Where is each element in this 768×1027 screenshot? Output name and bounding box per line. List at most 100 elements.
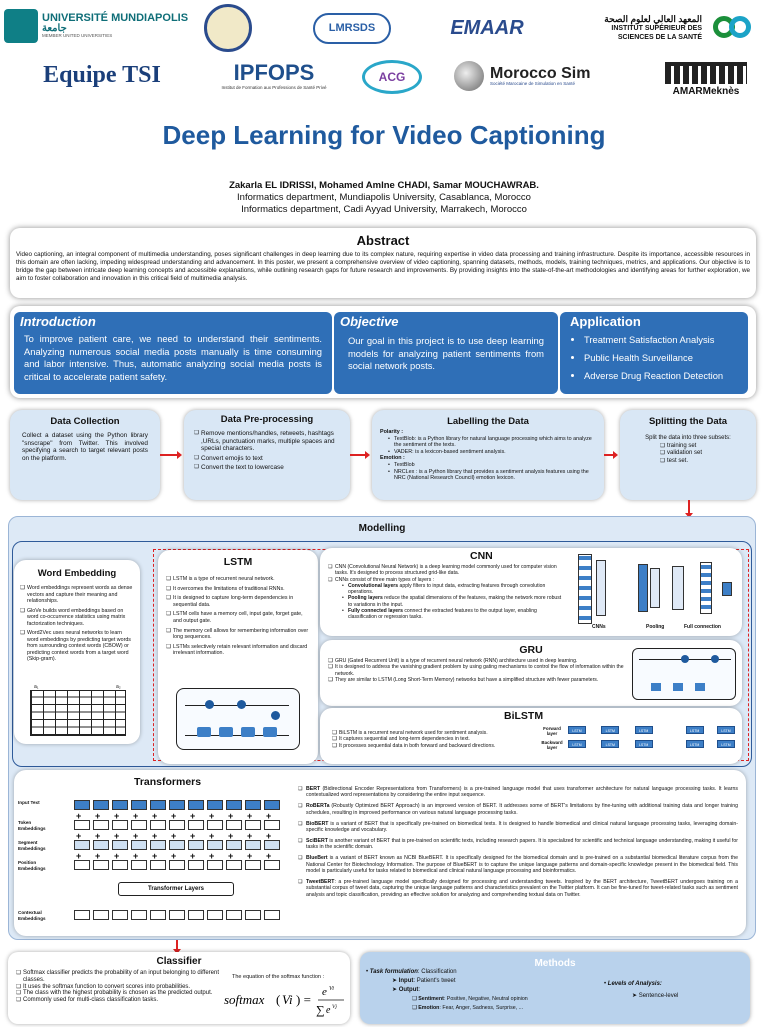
transformer-token-cell — [264, 840, 280, 850]
transformer-token-cell — [226, 840, 242, 850]
methods-levels: • Levels of Analysis: — [604, 981, 662, 987]
bilstm-cell: LSTM — [716, 740, 735, 748]
preprocessing-heading: Data Pre-processing — [220, 414, 314, 425]
amarmeknes-name: AMARMeknès — [672, 85, 740, 97]
transformer-token-cell — [93, 800, 109, 810]
transformer-token-cell — [245, 820, 261, 830]
plus-icon: + — [95, 831, 101, 841]
transformer-token-cell — [150, 910, 166, 920]
transformer-token-cell — [207, 820, 223, 830]
checkbox-bullet-icon: ❑ — [298, 855, 303, 862]
classifier-heading: Classifier — [156, 956, 202, 967]
splitting-text: Split the data into three subsets: — [645, 435, 731, 441]
transformer-model-item: ❑TweetBERT: a pre-trained language model… — [298, 878, 738, 898]
checkbox-bullet-icon: ❑ — [298, 837, 303, 844]
mundiapolis-name: UNIVERSITÉ MUNDIAPOLIS — [42, 12, 189, 25]
gru-heading: GRU — [519, 644, 543, 656]
author-names: Zakarla EL IDRISSI, Mohamed Amlne CHADI,… — [229, 180, 539, 191]
plus-icon: + — [171, 811, 177, 821]
cnn-layer-list: Convolutional layers apply filters to in… — [328, 583, 566, 621]
preprocessing-item: Remove mentions/handles, retweets, hasht… — [194, 430, 340, 453]
plus-icon: + — [152, 811, 158, 821]
softmax-equation-label: The equation of the softmax function : — [232, 974, 325, 980]
transformer-token-cell — [245, 860, 261, 870]
poster-title: Deep Learning for Video Captioning — [162, 120, 606, 150]
plus-icon: + — [76, 831, 82, 841]
transformer-model-item: ❑BlueBert is a variant of BERT known as … — [298, 855, 738, 875]
arrow-label-to-split — [604, 451, 618, 459]
transformer-token-cell — [131, 800, 147, 810]
abstract-box: Abstract Video captioning, an integral c… — [10, 228, 756, 298]
transformer-token-cell — [131, 840, 147, 850]
transformer-token-cell — [188, 840, 204, 850]
bilstm-cell: LSTM — [634, 740, 653, 748]
preprocessing-item: Convert emojis to text — [194, 455, 340, 463]
transformer-token-cell — [74, 910, 90, 920]
svg-text:Vj: Vj — [332, 1004, 337, 1010]
transformer-token-cell — [226, 820, 242, 830]
arrow-prep-to-label — [350, 451, 370, 459]
transformer-token-cell — [226, 910, 242, 920]
classifier-list: Softmax classifier predicts the probabil… — [16, 970, 220, 1004]
abstract-heading: Abstract — [356, 233, 410, 248]
axis-label-a2: a₂ — [116, 684, 121, 690]
cnn-intro: ❑CNN (Convolutional Neural Network) is a… — [328, 564, 557, 577]
transformer-token-cell — [150, 800, 166, 810]
bilstm-cell: LSTM — [634, 726, 653, 734]
methods-emotion: ❑ Emotion: Fear, Anger, Sadness, Surpris… — [412, 1005, 524, 1011]
gru-item: GRU (Gated Recurrent Unit) is a type of … — [328, 658, 628, 665]
lmrsds-name: LMRSDS — [312, 12, 392, 44]
polarity-label: Polarity : — [380, 429, 404, 435]
polarity-list: TextBlob: is a Python library for natura… — [380, 436, 596, 456]
transformer-token-cell — [112, 820, 128, 830]
introduction-text: To improve patient care, we need to unde… — [24, 333, 322, 382]
plus-icon: + — [76, 851, 82, 861]
gru-list: GRU (Gated Recurrent Unit) is a type of … — [328, 658, 628, 684]
data-collection-heading: Data Collection — [50, 416, 120, 427]
bilstm-item: BiLSTM is a recurrent neural network use… — [332, 730, 538, 737]
acg-logo: ACG — [354, 56, 430, 98]
application-list: Treatment Satisfaction AnalysisPublic He… — [566, 331, 742, 385]
transformer-token-cell — [264, 910, 280, 920]
bilstm-forward-label: Forward layer — [543, 726, 561, 736]
svg-text:(: ( — [276, 992, 280, 1007]
svg-text:e: e — [326, 1005, 331, 1016]
lstm-item: LSTM cells have a memory cell, input gat… — [166, 611, 312, 624]
cnn-label-cnns: CNNs — [592, 624, 606, 630]
plus-icon: + — [209, 851, 215, 861]
embedding-matrix — [30, 690, 126, 736]
plus-icon: + — [228, 851, 234, 861]
transformer-token-cell — [207, 860, 223, 870]
emotion-item: NRCLex : is a Python library that provid… — [388, 469, 596, 482]
objective-panel: Objective Our goal in this project is to… — [334, 312, 558, 394]
transformer-token-cell — [74, 800, 90, 810]
transformer-row-label: Segment Embeddings — [18, 840, 46, 851]
methods-box: Methods • Task formulation: Classificati… — [360, 952, 750, 1024]
seal-logo — [204, 4, 252, 52]
morocco-sim-logo: Morocco Sim Société Marocaine de Simulat… — [454, 58, 646, 94]
lstm-item: It is designed to capture long-term depe… — [166, 595, 312, 608]
plus-icon: + — [95, 811, 101, 821]
cnn-label-pooling: Pooling — [646, 624, 665, 630]
gru-item: They are similar to LSTM (Long Short-Ter… — [328, 677, 628, 684]
cnn-box: CNN ❑CNN (Convolutional Neural Network) … — [320, 548, 742, 636]
bilstm-cell: LSTM — [716, 726, 735, 734]
modelling-outline — [12, 541, 752, 767]
svg-text:∑: ∑ — [316, 1003, 325, 1017]
polarity-item: TextBlob: is a Python library for natura… — [388, 436, 596, 449]
splitting-list: training setvalidation settest set. — [620, 443, 756, 466]
bilstm-cell: LSTM — [601, 740, 620, 748]
gru-box: GRU GRU (Gated Recurrent Unit) is a type… — [320, 640, 742, 706]
plus-icon: + — [152, 851, 158, 861]
lstm-list: LSTM is a type of recurrent neural netwo… — [158, 568, 318, 657]
bilstm-backward-label: Backward layer — [541, 740, 563, 750]
affiliation-1: Informatics department, Mundiapolis Univ… — [237, 192, 531, 203]
application-panel: Application Treatment Satisfaction Analy… — [560, 312, 748, 394]
data-collection-text: Collect a dataset using the Python libra… — [22, 432, 148, 462]
plus-icon: + — [76, 811, 82, 821]
transformer-row-label: Position Embeddings — [18, 860, 46, 871]
ipfops-name: IPFOPS — [233, 59, 315, 85]
plus-icon: + — [114, 831, 120, 841]
transformer-token-cell — [207, 910, 223, 920]
